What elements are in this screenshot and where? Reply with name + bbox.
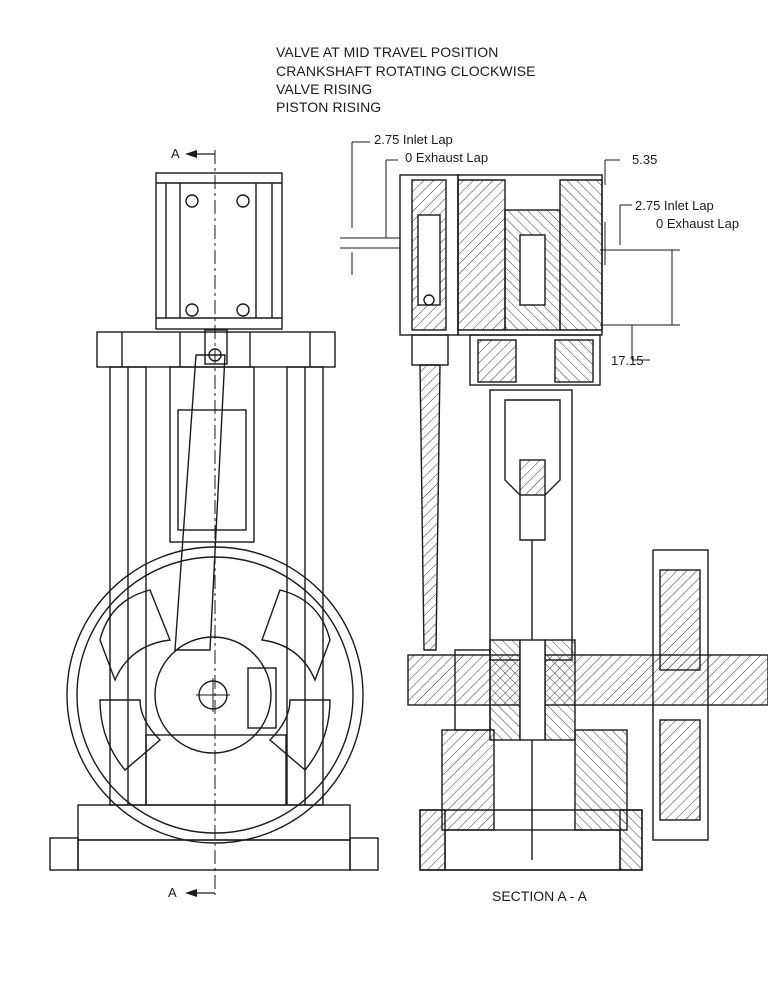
dim-left-inlet-lap: 2.75 Inlet Lap <box>374 132 453 147</box>
note-crankshaft-rotation: CRANKSHAFT ROTATING CLOCKWISE <box>276 63 536 79</box>
front-view <box>49 150 379 897</box>
note-valve-rising: VALVE RISING <box>276 81 373 97</box>
section-mark-top: A <box>171 146 180 161</box>
dim-right-inlet-lap: 2.75 Inlet Lap <box>635 198 714 213</box>
note-valve-position: VALVE AT MID TRAVEL POSITION <box>276 44 499 60</box>
dim-right-exhaust-lap: 0 Exhaust Lap <box>656 216 740 231</box>
dim-left-exhaust-lap: 0 Exhaust Lap <box>405 150 489 165</box>
note-piston-rising: PISTON RISING <box>276 99 382 115</box>
dim-right-top: 5.35 <box>632 152 658 167</box>
dim-right-stroke: 17.15 <box>611 353 644 368</box>
section-caption: SECTION A - A <box>492 888 587 904</box>
section-view <box>340 141 768 871</box>
section-mark-bottom: A <box>168 885 177 900</box>
